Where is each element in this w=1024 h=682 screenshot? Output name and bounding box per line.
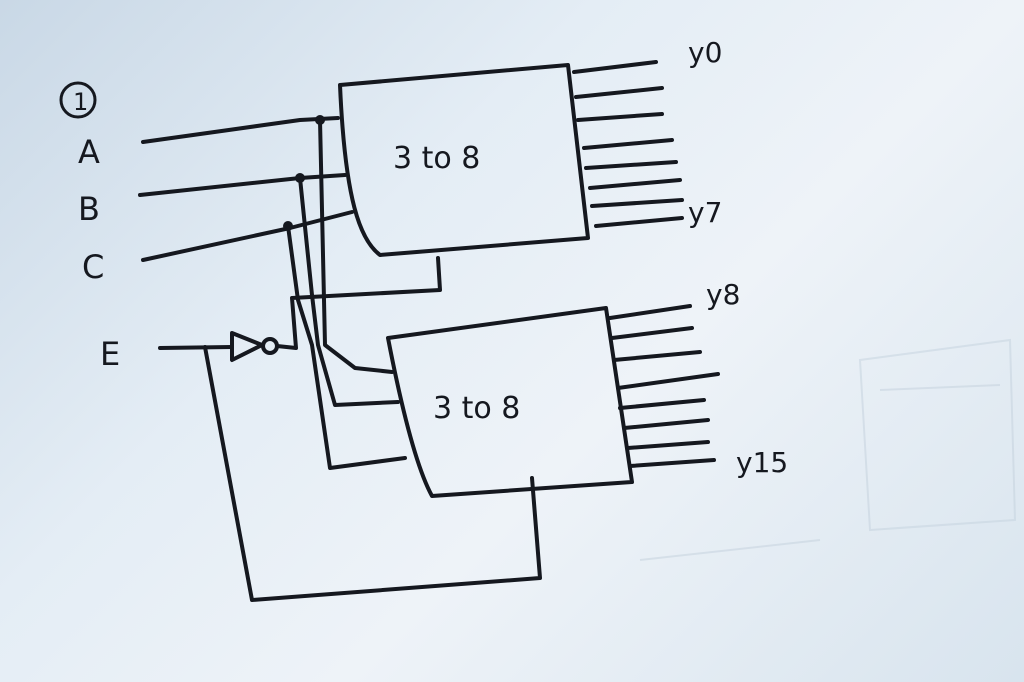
output-label-y8: y8 [706, 278, 740, 311]
problem-number-digit: 1 [73, 88, 88, 116]
branch-b-to-decoder2 [298, 176, 400, 407]
output-label-y15: y15 [736, 446, 788, 479]
bleed-through-marks [639, 338, 1017, 561]
decoder-top-label: 3 to 8 [393, 141, 480, 176]
output-wire [628, 458, 716, 468]
output-wire [582, 138, 674, 150]
output-wire [616, 372, 720, 390]
inverted-enable-to-decoder1 [275, 256, 442, 350]
output-wire [618, 398, 706, 410]
inverter-bubble [261, 337, 279, 355]
output-label-y7: y7 [688, 196, 722, 229]
decoder-bottom-box [386, 306, 634, 498]
output-wire [590, 198, 684, 208]
branch-a-to-decoder2 [318, 118, 394, 374]
output-wire [584, 160, 678, 170]
decoder-top-box [338, 63, 590, 257]
inverter-triangle [230, 331, 264, 362]
input-label-c: C [82, 248, 104, 286]
enable-to-decoder2 [203, 345, 542, 602]
output-wire [610, 326, 694, 340]
output-wire [612, 350, 702, 362]
decoder-bottom-label: 3 to 8 [433, 391, 520, 426]
branch-c-to-decoder2 [286, 224, 407, 470]
input-label-b: B [78, 190, 100, 228]
decoder-bottom-outputs [608, 304, 720, 468]
output-wire [622, 418, 710, 430]
output-label-y0: y0 [688, 36, 722, 69]
output-wire [594, 216, 684, 228]
output-wire [588, 178, 682, 190]
wire-b [138, 173, 347, 197]
output-wire [576, 112, 664, 122]
output-wire [572, 60, 658, 74]
input-label-e: E [100, 335, 120, 373]
wire-a [141, 116, 340, 144]
decoder-top-outputs [572, 60, 684, 228]
wire-e [158, 345, 234, 350]
problem-number-circle [59, 81, 97, 119]
output-wire [574, 86, 664, 99]
input-label-a: A [78, 133, 100, 171]
output-wire [626, 440, 710, 450]
output-wire [608, 304, 692, 320]
